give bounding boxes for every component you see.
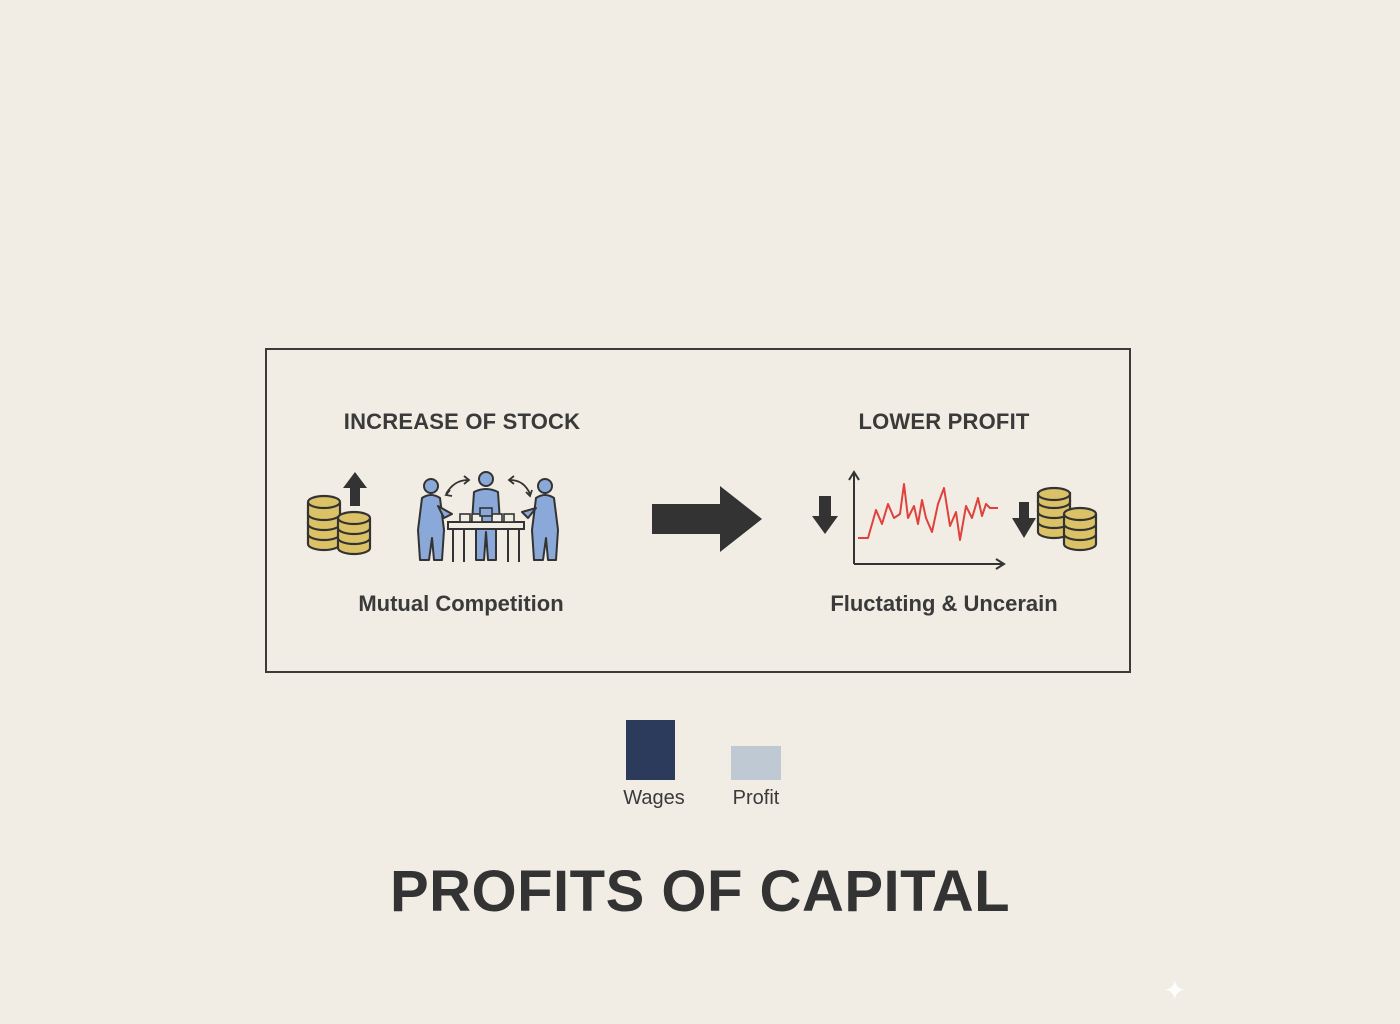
page-title: PROFITS OF CAPITAL — [389, 859, 1011, 924]
legend-label-wages: Wages — [623, 787, 685, 809]
lower-profit-title: LOWER PROFIT — [858, 409, 1030, 434]
mutual-competition-caption: Mutual Competition — [358, 591, 564, 616]
legend-label-profit: Profit — [732, 787, 780, 809]
right-arrow-icon — [652, 486, 762, 552]
coin-stack-down-arrow-icon — [1012, 486, 1098, 552]
fluctuating-line-graph-icon — [848, 470, 1006, 570]
competing-merchants-icon — [417, 471, 559, 562]
diagram-frame — [265, 348, 1131, 673]
down-arrow-icon — [812, 496, 838, 534]
increase-of-stock-title: INCREASE OF STOCK — [343, 409, 581, 434]
legend-swatch-profit — [731, 746, 781, 780]
sparkle-icon: ✦ — [1163, 975, 1187, 1006]
legend-swatch-wages — [626, 720, 675, 780]
coin-stack-up-arrow-icon — [306, 472, 372, 556]
fluctuating-uncertain-caption: Fluctating & Uncerain — [830, 591, 1058, 616]
